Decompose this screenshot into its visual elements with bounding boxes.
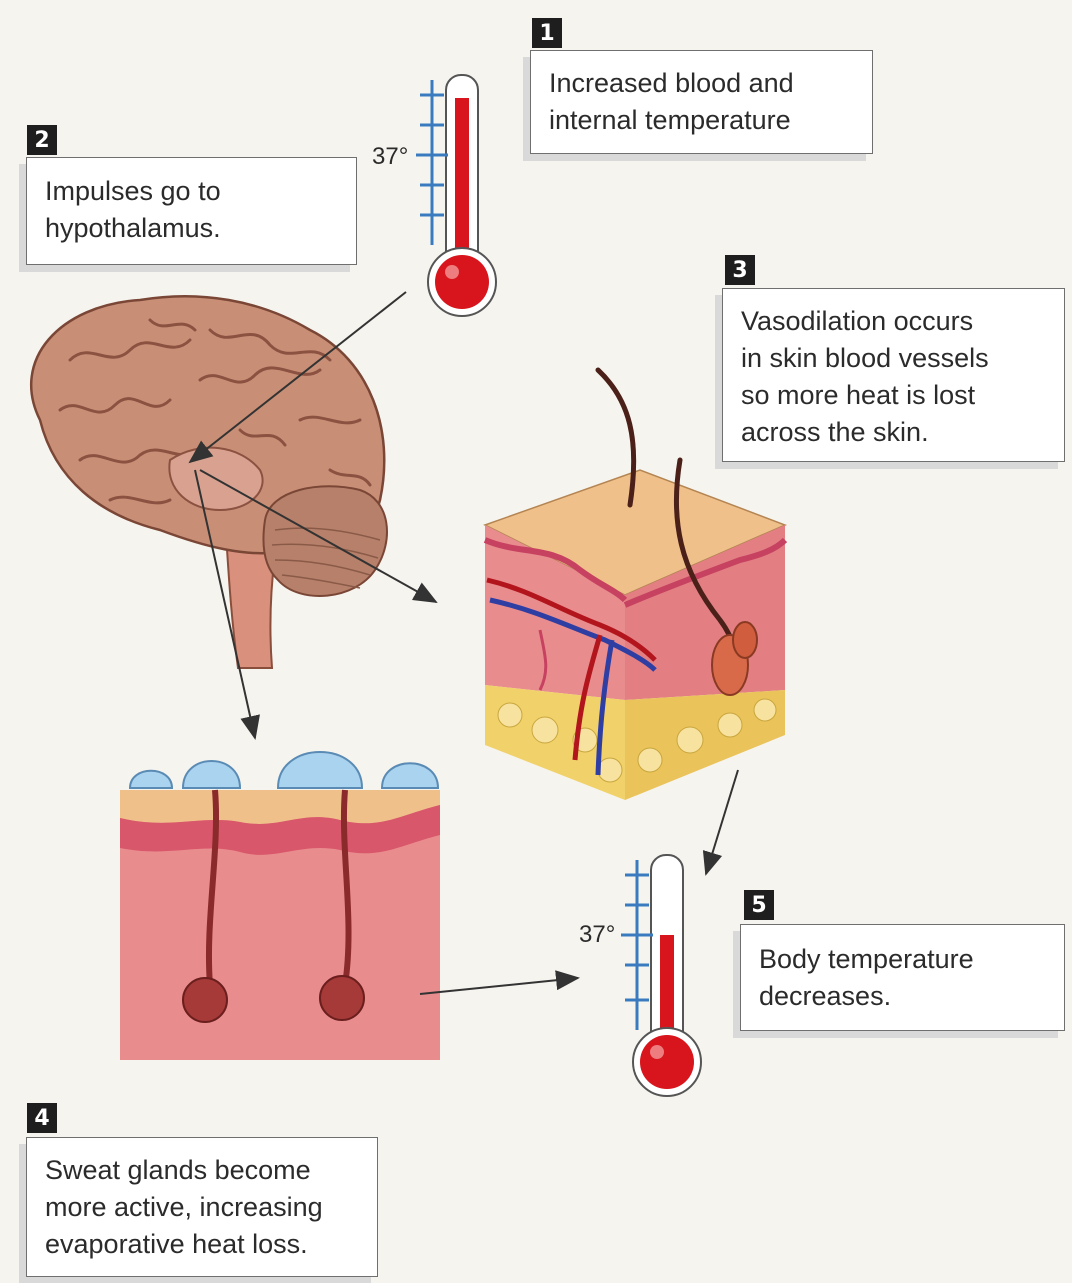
step-4-line-3: evaporative heat loss. [45, 1226, 361, 1263]
step-1-number: 1 [532, 18, 562, 48]
step-2-number: 2 [27, 125, 57, 155]
step-5-number: 5 [744, 890, 774, 920]
step-5-line-1: Body temperature [759, 941, 1048, 978]
thermometer-bottom-label: 37° [579, 921, 615, 949]
step-3-line-3: so more heat is lost [741, 377, 1048, 414]
step-5-line-2: decreases. [759, 978, 1048, 1015]
step-1-line-1: Increased blood and [549, 65, 856, 102]
step-1-box: Increased blood and internal temperature [530, 50, 873, 154]
step-3-box: Vasodilation occurs in skin blood vessel… [722, 288, 1065, 462]
step-4-line-1: Sweat glands become [45, 1152, 361, 1189]
step-4-number: 4 [27, 1103, 57, 1133]
arrow-skin-to-thermometer [706, 770, 738, 874]
step-2-line-1: Impulses go to [45, 173, 340, 210]
step-3-line-1: Vasodilation occurs [741, 303, 1048, 340]
step-2-line-2: hypothalamus. [45, 210, 340, 247]
thermometer-top-label: 37° [372, 143, 408, 171]
step-4-box: Sweat glands become more active, increas… [26, 1137, 378, 1277]
step-2-box: Impulses go to hypothalamus. [26, 157, 357, 265]
step-3-line-4: across the skin. [741, 414, 1048, 451]
step-5-box: Body temperature decreases. [740, 924, 1065, 1031]
brain-illustration [31, 296, 387, 668]
thermometer-top [416, 75, 496, 316]
step-3-number: 3 [725, 255, 755, 285]
arrow-sweat-glands-to-thermometer [420, 978, 578, 994]
sweat-glands-illustration [120, 752, 440, 1060]
step-4-line-2: more active, increasing [45, 1189, 361, 1226]
thermometer-bottom [621, 855, 701, 1096]
step-1-line-2: internal temperature [549, 102, 856, 139]
step-3-line-2: in skin blood vessels [741, 340, 1048, 377]
thermometer-top-mercury [455, 98, 469, 273]
